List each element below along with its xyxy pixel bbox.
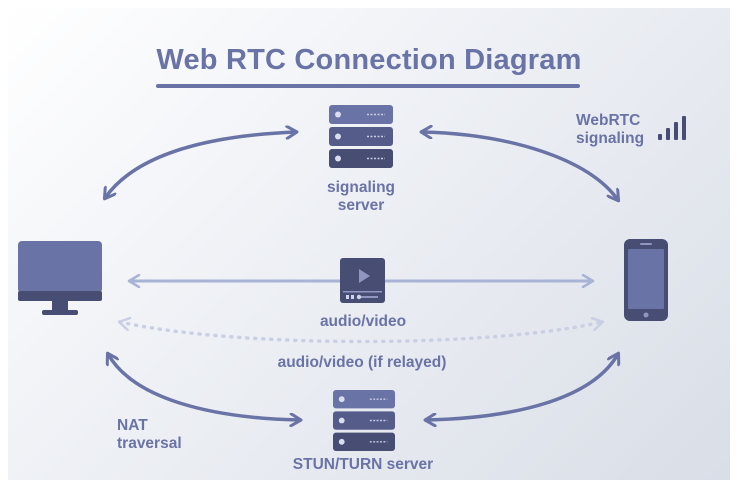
webrtc-signaling-label: WebRTC signaling — [576, 112, 645, 147]
diagram-canvas: Web RTC Connection Diagram — [8, 8, 730, 480]
desktop-monitor-icon — [18, 241, 102, 315]
relayed-arrow — [120, 322, 602, 344]
audio-video-relayed-label: audio/video (if relayed) — [277, 354, 447, 371]
page-title: Web RTC Connection Diagram — [156, 44, 582, 76]
title-underline — [156, 84, 580, 88]
server-icon — [333, 390, 395, 452]
stun-turn-server-label: STUN/TURN server — [292, 456, 434, 473]
nat-traversal-label: NAT traversal — [117, 417, 182, 452]
nat-arrow-left — [108, 354, 300, 420]
audio-video-label: audio/video — [319, 313, 407, 330]
signaling-arrow-right — [422, 132, 618, 200]
signaling-arrow-left — [105, 132, 296, 198]
signaling-server-label: signaling server — [326, 179, 396, 214]
signal-bars-icon — [658, 116, 686, 140]
server-icon — [329, 105, 393, 168]
nat-arrow-right — [426, 354, 618, 420]
smartphone-icon — [624, 239, 668, 321]
video-player-icon — [340, 258, 385, 303]
